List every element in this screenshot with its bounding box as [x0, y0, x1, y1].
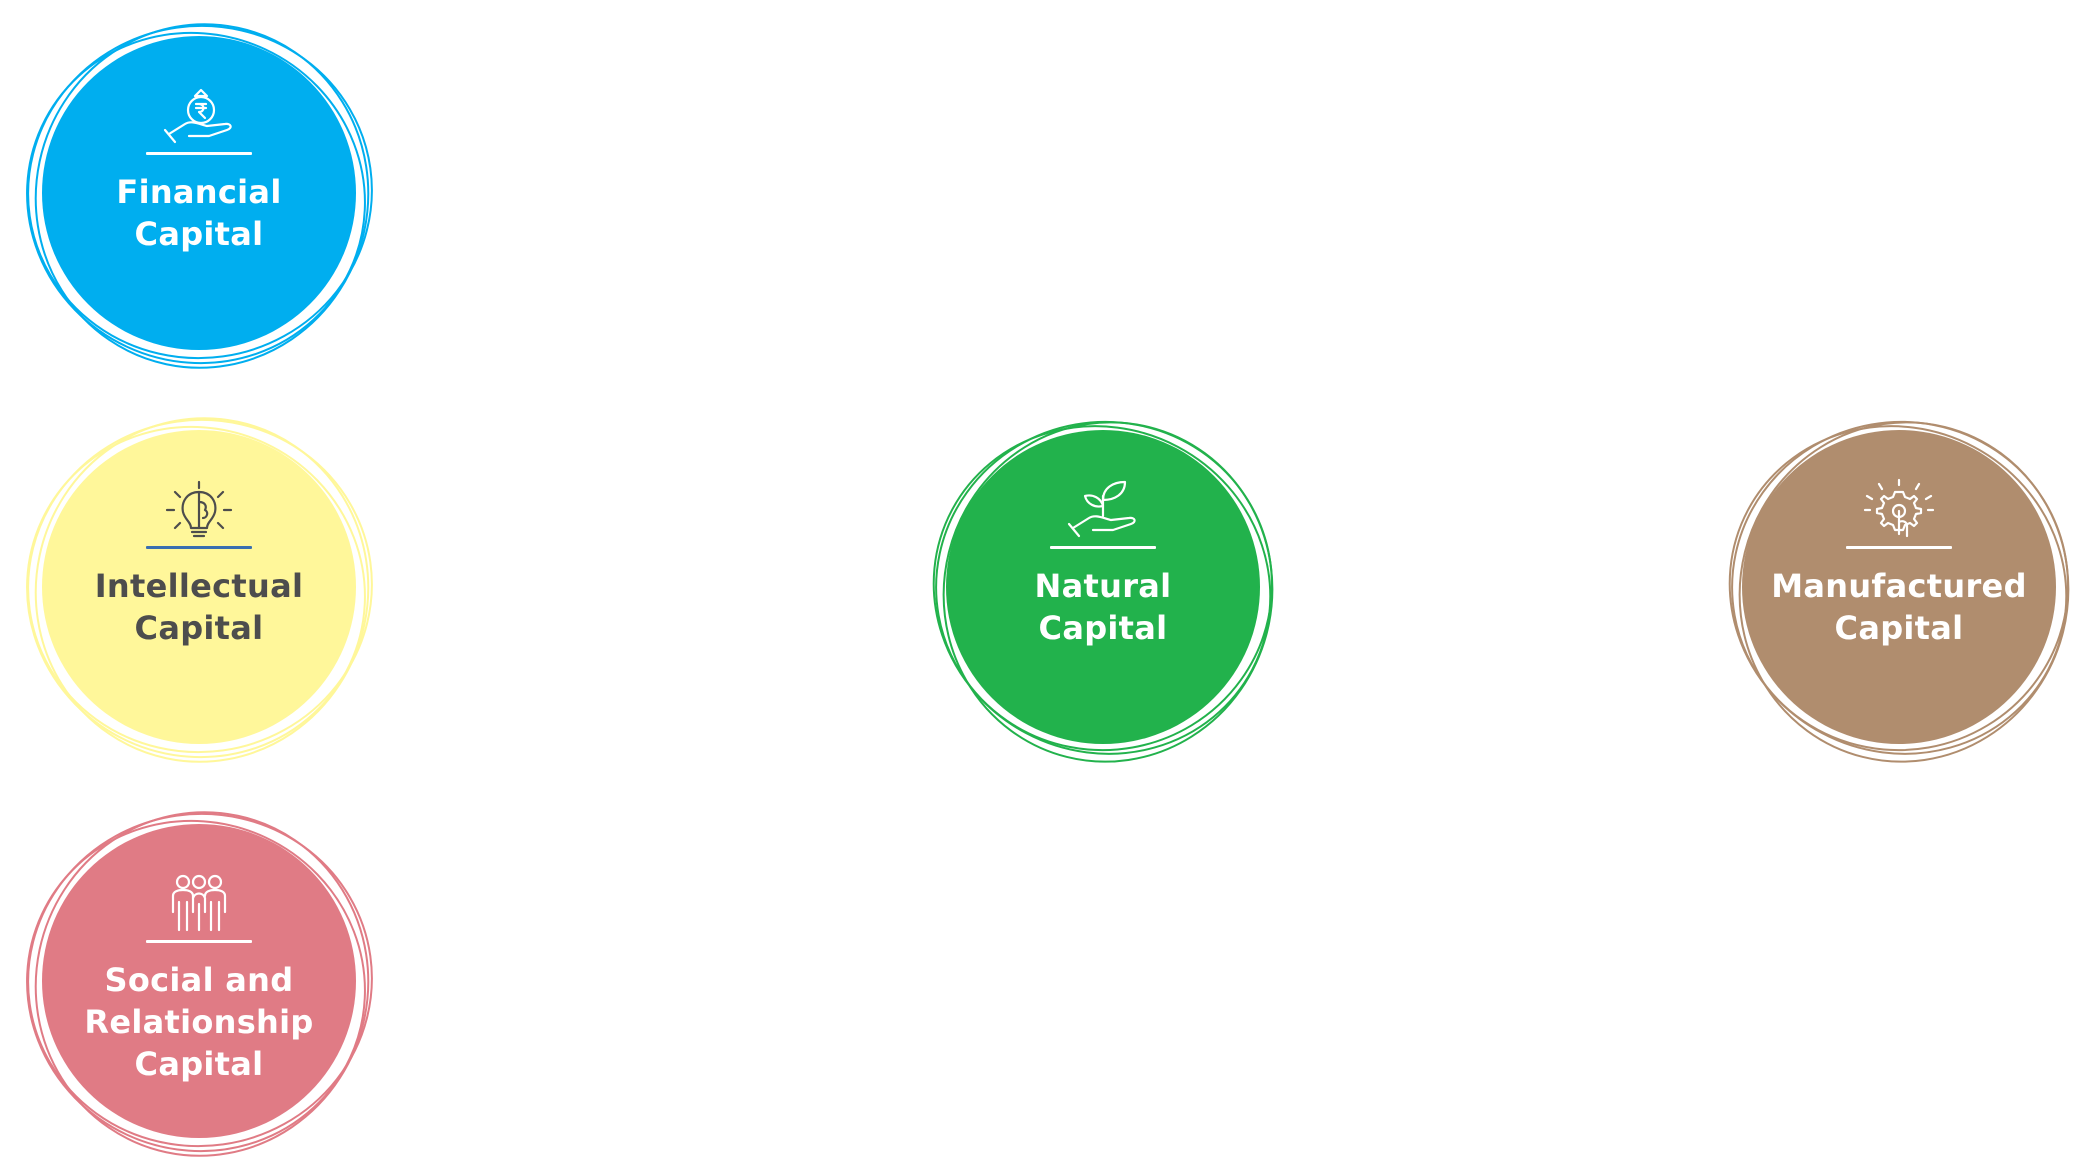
money-bag-hand-icon [163, 88, 232, 144]
financial-capital-rings [26, 23, 373, 369]
financial-capital-label: Financial Capital [116, 173, 282, 253]
social-capital-disc: Social and Relationship Capital [42, 824, 356, 1138]
intellectual-capital-disc: Intellectual Capital [42, 430, 356, 744]
icon-underline [1846, 546, 1952, 549]
manufactured-capital-node: Manufactured Capital [1720, 408, 2080, 768]
icon-underline [146, 546, 252, 549]
intellectual-capital-node: Intellectual Capital [20, 408, 380, 768]
intellectual-capital-label: Intellectual Capital [94, 567, 304, 647]
natural-capital-node: Natural Capital [924, 408, 1284, 768]
manufactured-capital-disc: Manufactured Capital [1742, 430, 2056, 744]
natural-capital-label: Natural Capital [1034, 567, 1172, 647]
social-relationship-capital-node: Social and Relationship Capital [20, 802, 380, 1162]
manufactured-capital-label: Manufactured Capital [1771, 567, 2027, 647]
icon-underline [146, 940, 252, 943]
intellectual-capital-rings [26, 417, 373, 763]
icon-underline [1050, 546, 1156, 549]
social-capital-label: Social and Relationship Capital [84, 961, 314, 1083]
people-group-icon [171, 874, 227, 932]
natural-capital-disc: Natural Capital [946, 430, 1260, 744]
social-capital-rings [26, 811, 373, 1157]
financial-capital-node: Financial Capital [20, 14, 380, 374]
lightbulb-brain-icon [165, 480, 233, 538]
plant-hand-icon [1067, 480, 1136, 538]
gear-touch-icon [1863, 478, 1935, 538]
financial-capital-disc: Financial Capital [42, 36, 356, 350]
icon-underline [146, 152, 252, 155]
